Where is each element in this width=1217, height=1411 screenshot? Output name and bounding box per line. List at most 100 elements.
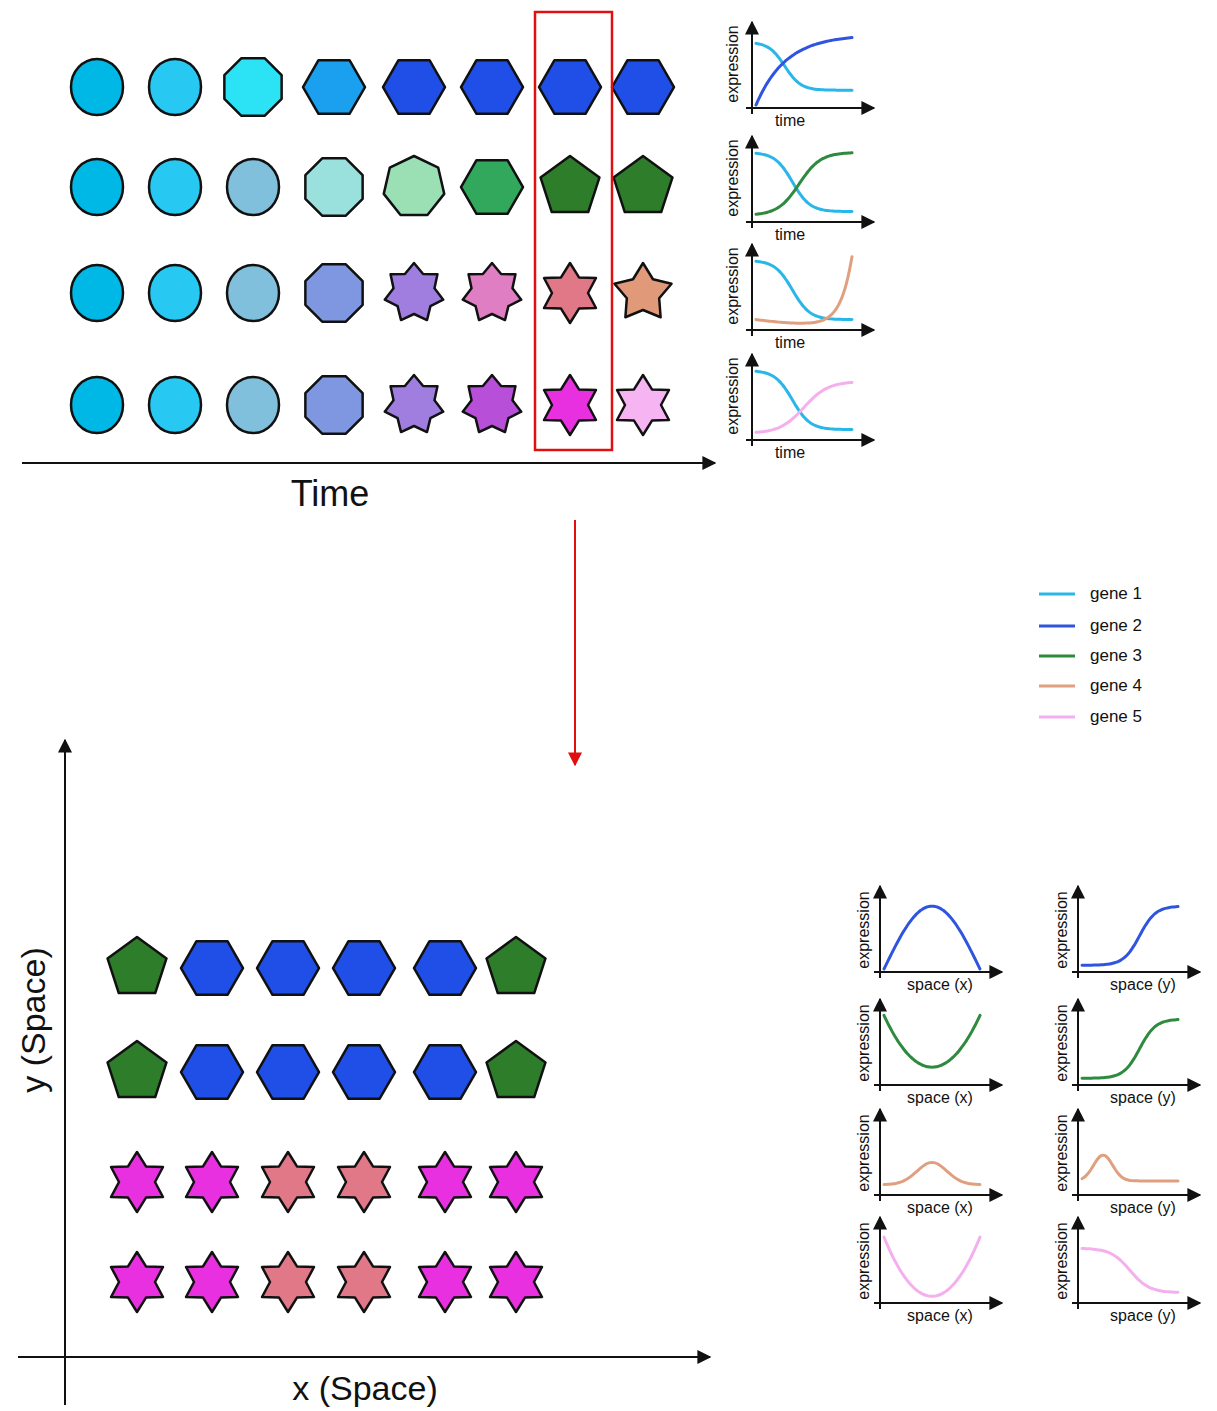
cell-shape [186,1152,238,1212]
time-axis [22,462,715,464]
legend-text: gene 3 [1090,646,1142,666]
cell-circle [227,265,279,321]
chart-axis [1077,886,1079,978]
axis-label: time [775,445,805,461]
chart-axis [879,1217,881,1309]
legend-line [1039,716,1075,719]
legend-swatch [1038,621,1076,631]
legend-entry: gene 1 [1038,583,1142,605]
expression-curve [756,261,852,319]
cell-shape [333,1045,395,1099]
cell-shape [614,156,673,212]
legend-swatch [1038,589,1076,599]
expression-curve [756,153,852,211]
expression-curve [756,38,852,105]
axis-title: Time [291,476,370,512]
chart-axis [746,107,874,109]
chart-axis [746,439,874,441]
cell-shape [257,1045,319,1099]
cell-shape [338,1252,390,1312]
cell-circle [71,377,123,433]
chart-axis [879,999,881,1091]
legend-line [1039,685,1075,688]
legend-text: gene 2 [1090,616,1142,636]
axis-label: space (x) [907,1090,973,1106]
expression-curve [1082,1155,1178,1181]
cell-circle [149,265,201,321]
x-axis [18,1356,710,1358]
cell-circle [71,265,123,321]
axis-label: expression [856,1222,872,1299]
axis-label: expression [856,1114,872,1191]
chart-axis [746,221,874,223]
chart-axis [751,136,753,228]
legend-swatch [1038,681,1076,691]
chart-axis [1072,1302,1200,1304]
chart-axis [874,1194,1002,1196]
cell-shape [111,1252,163,1312]
expression-curve [756,153,852,214]
axis-label: space (y) [1110,977,1176,993]
y-axis [64,740,66,1405]
cell-circle [227,159,279,215]
cell-shape [463,263,521,320]
axis-label: time [775,335,805,351]
chart-axis [874,1302,1002,1304]
chart-axis [751,244,753,336]
expression-curve [884,1162,980,1184]
chart-axis [751,354,753,446]
chart-axis [879,886,881,978]
legend-line [1039,625,1075,628]
chart-axis [746,329,874,331]
chart-axis [1077,1109,1079,1201]
legend-text: gene 5 [1090,707,1142,727]
axis-label: space (x) [907,1308,973,1324]
cell-shape [461,60,523,114]
legend-text: gene 4 [1090,676,1142,696]
legend-entry: gene 4 [1038,675,1142,697]
cell-shape [541,156,600,212]
axis-title: y (Space) [16,947,50,1093]
legend-entry: gene 3 [1038,645,1142,667]
legend-line [1039,655,1075,658]
cell-shape [262,1252,314,1312]
axis-label: expression [725,357,741,434]
legend-swatch [1038,712,1076,722]
legend-entry: gene 2 [1038,615,1142,637]
cell-shape [186,1252,238,1312]
highlight-box [535,12,612,450]
axis-label: expression [725,247,741,324]
cell-shape [419,1252,471,1312]
cell-shape [111,1152,163,1212]
axis-label: space (x) [907,977,973,993]
chart-axis [879,1109,881,1201]
cell-shape [385,375,443,432]
chart-axis [1072,1084,1200,1086]
cell-shape [262,1152,314,1212]
expression-curve [756,382,852,432]
cell-shape [487,937,546,993]
legend-text: gene 1 [1090,584,1142,604]
chart-axis [874,1084,1002,1086]
cell-shape [384,156,444,215]
cell-shape [487,1041,546,1097]
cell-shape [419,1152,471,1212]
legend-swatch [1038,651,1076,661]
expression-curve [884,906,980,969]
cell-shape [257,941,319,995]
cell-shape [108,937,167,993]
cell-shape [463,375,521,432]
axis-label: space (y) [1110,1200,1176,1216]
chart-axis [1077,999,1079,1091]
axis-label: time [775,113,805,129]
cell-circle [149,159,201,215]
expression-curve [1082,1248,1178,1292]
chart-axis [1072,1194,1200,1196]
cell-shape [333,941,395,995]
cell-shape [614,263,671,317]
expression-curve [884,1015,980,1067]
expression-curve [756,257,852,324]
cell-shape [303,60,365,114]
